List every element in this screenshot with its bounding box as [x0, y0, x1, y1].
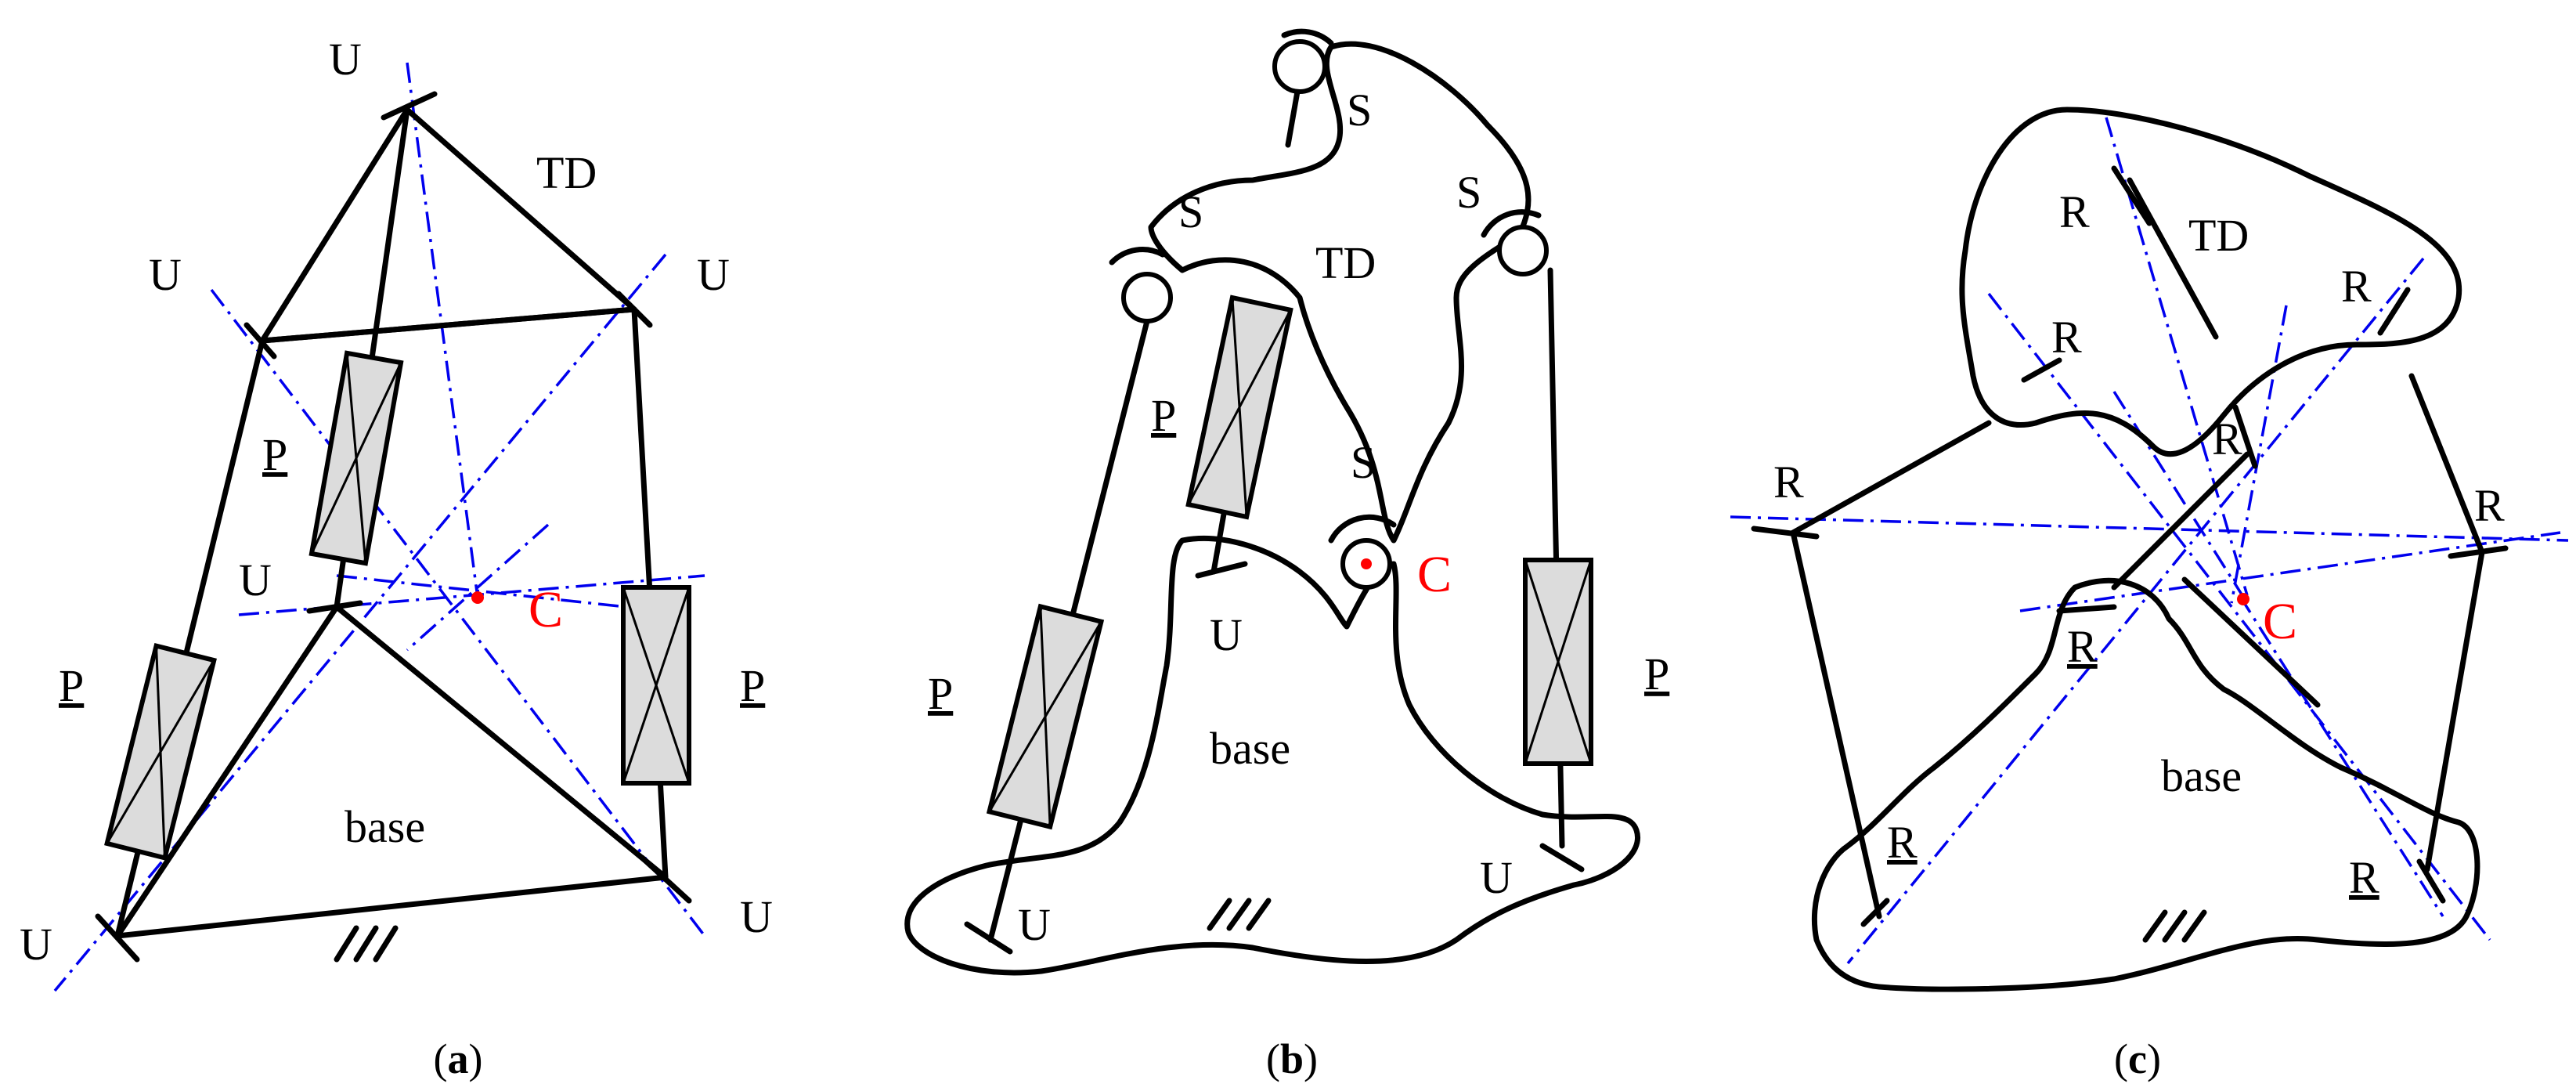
label-r-right-upper: R — [2341, 261, 2372, 312]
u-joint-icon — [1195, 561, 1248, 579]
u-joint-icon — [1539, 843, 1585, 872]
label-u-mid: U — [1210, 609, 1243, 660]
label-p-lower: P — [59, 660, 84, 711]
panel-a-actuator-lower — [104, 643, 217, 861]
u-joint-icon — [639, 854, 692, 904]
u-joint-icon — [381, 91, 438, 121]
label-s-right: S — [1456, 167, 1481, 218]
s-joint-icon — [1497, 225, 1549, 276]
caption-b: (b) — [1266, 1035, 1318, 1082]
r-joint-icon — [1751, 526, 1820, 540]
panel-b-base-body — [904, 535, 1640, 976]
panel-c: R TD R R R R R R R R base C (c) — [1730, 107, 2569, 1082]
label-u-bottom-left: U — [20, 919, 52, 970]
label-u-bottom-right: U — [1480, 852, 1513, 903]
u-joint-icon — [615, 291, 653, 328]
panel-a-actuator-upper — [308, 350, 404, 566]
label-r-right: R — [2474, 480, 2505, 531]
panel-b-actuator-lower — [986, 603, 1105, 830]
label-r-left: R — [1773, 457, 1804, 508]
panel-b-u-joints — [964, 561, 1585, 955]
label-td: TD — [1315, 237, 1376, 288]
panel-c-axes — [1730, 117, 2569, 965]
label-p-right: P — [1644, 648, 1669, 699]
panel-b-center-point — [1361, 558, 1372, 569]
label-u-right: U — [697, 249, 730, 300]
panel-a-joints — [95, 91, 692, 963]
panel-c-links — [1790, 177, 2485, 919]
label-s-center: S — [1351, 437, 1376, 488]
label-r-center: R — [2212, 414, 2242, 464]
label-base: base — [345, 801, 425, 852]
panel-c-base-body — [1811, 577, 2480, 992]
u-joint-icon — [964, 921, 1013, 955]
caption-a: (a) — [434, 1035, 483, 1082]
panel-b-actuator-upper — [1185, 294, 1293, 520]
u-joint-icon — [244, 322, 277, 359]
r-joint-icon — [2056, 604, 2117, 614]
r-joint-icon — [2377, 287, 2411, 336]
label-p-lower: P — [928, 668, 953, 719]
label-u-mid: U — [239, 555, 272, 605]
label-r-mid-lower: R — [2067, 621, 2098, 672]
r-joint-icon — [2448, 545, 2509, 559]
panel-a: U U U U U U TD P P P base C (a) — [20, 34, 773, 1082]
panel-c-td-body — [1959, 107, 2462, 457]
s-joint-icon — [1272, 39, 1327, 94]
label-center-c: C — [529, 581, 563, 638]
label-r-top: R — [2059, 186, 2090, 237]
label-u-bottom-left: U — [1018, 899, 1051, 950]
panel-b-s-joints — [1109, 28, 1549, 590]
label-u-top: U — [329, 34, 362, 85]
panel-a-center-point — [471, 591, 484, 604]
panel-c-r-joints — [1751, 165, 2509, 943]
label-base: base — [2161, 750, 2242, 801]
label-center-c: C — [2263, 593, 2297, 650]
label-base: base — [1210, 723, 1290, 774]
label-td: TD — [2188, 210, 2249, 261]
panel-c-center-point — [2237, 593, 2249, 605]
panel-b-actuator-right — [1523, 558, 1593, 766]
label-p-upper: P — [262, 429, 287, 480]
u-joint-icon — [95, 913, 140, 963]
panel-b: S S S S TD P P P U U U base C (b) — [904, 28, 1669, 1082]
r-joint-icon — [2232, 404, 2258, 469]
label-center-c: C — [1417, 546, 1452, 603]
label-td: TD — [536, 147, 597, 198]
s-joint-icon — [1121, 272, 1173, 323]
label-s-left: S — [1178, 186, 1203, 237]
label-r-left-upper: R — [2051, 312, 2082, 363]
label-u-left: U — [149, 249, 182, 300]
r-joint-icon — [2021, 357, 2062, 383]
label-p-right: P — [740, 660, 765, 711]
label-p-upper: P — [1151, 390, 1176, 441]
u-joint-icon — [306, 600, 363, 614]
label-r-bottom-right: R — [2349, 852, 2379, 903]
r-joint-icon — [2111, 165, 2152, 226]
r-joint-icon — [1860, 898, 1890, 927]
r-joint-icon — [2416, 858, 2446, 904]
panel-a-actuator-right — [621, 585, 691, 786]
label-r-bottom-left: R — [1887, 817, 1918, 868]
label-u-bottom-right: U — [740, 891, 773, 942]
label-s-top: S — [1347, 85, 1372, 135]
caption-c: (c) — [2114, 1035, 2161, 1082]
